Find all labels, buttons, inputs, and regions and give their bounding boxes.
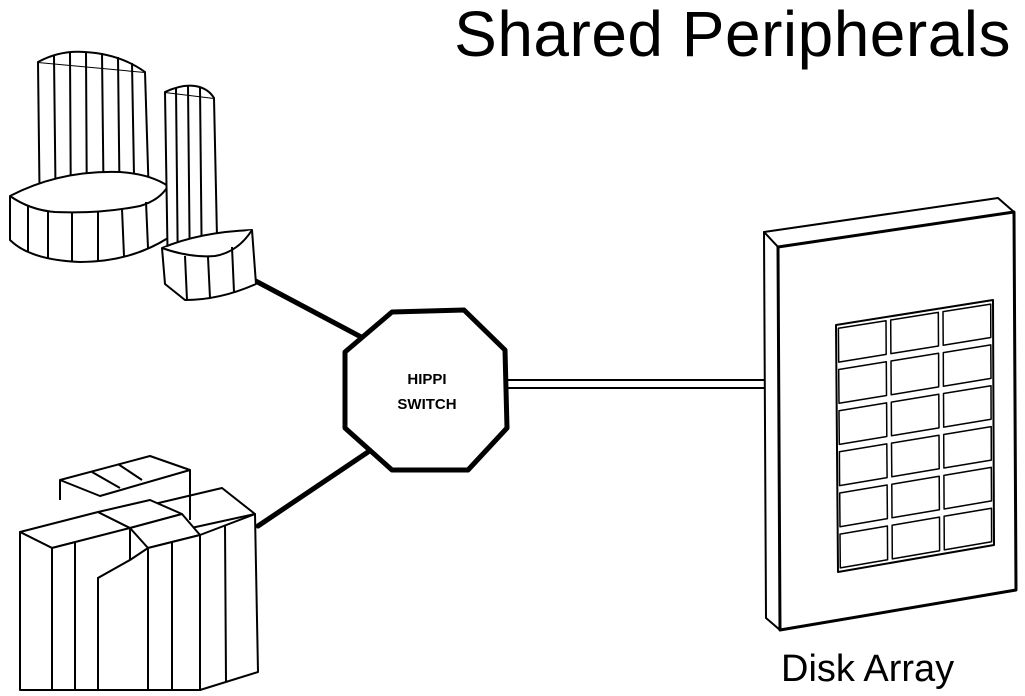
octagon-switch-icon: HIPPI SWITCH xyxy=(342,307,510,473)
disk-cell xyxy=(890,434,940,478)
supercomputer-cylinder-icon xyxy=(9,50,257,301)
disk-cell xyxy=(943,507,993,551)
disk-cell xyxy=(942,384,992,428)
link-top-computer-to-switch xyxy=(247,275,366,341)
disk-cell xyxy=(889,311,940,355)
switch-label-line1: HIPPI xyxy=(407,371,446,388)
link-bottom-computer-to-switch xyxy=(255,449,371,529)
page-title: Shared Peripherals xyxy=(454,0,1011,70)
disk-cell xyxy=(838,402,888,446)
disk-cell xyxy=(890,352,940,396)
disk-cell xyxy=(837,361,888,404)
disk-cell xyxy=(942,344,992,387)
disk-cell xyxy=(837,319,887,363)
disk-cell xyxy=(838,443,888,487)
link-switch-to-disk-array xyxy=(504,379,769,389)
disk-cell xyxy=(942,303,992,346)
disk-cell xyxy=(943,466,993,510)
disk-array-cabinet-icon xyxy=(763,197,1018,632)
supercomputer-cross-icon xyxy=(19,455,259,691)
switch-label-line2: SWITCH xyxy=(397,396,456,413)
connections xyxy=(247,275,769,529)
disk-cell xyxy=(839,525,889,569)
disk-cell xyxy=(942,425,993,469)
disk-cell xyxy=(838,484,889,528)
disk-array-label: Disk Array xyxy=(781,648,955,690)
disk-grid xyxy=(837,303,993,569)
disk-cell xyxy=(891,475,941,519)
disk-cell xyxy=(890,393,940,437)
disk-cell xyxy=(891,516,941,560)
